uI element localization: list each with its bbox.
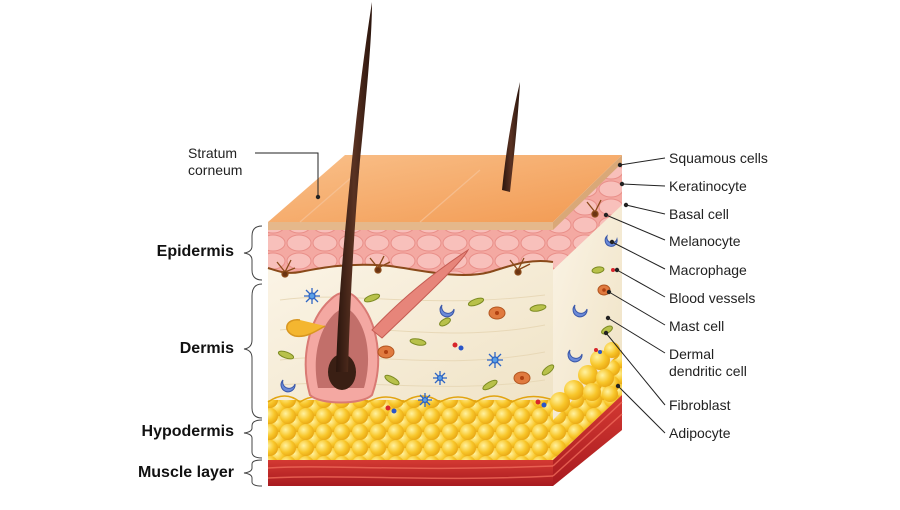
macrophages — [280, 234, 618, 393]
label-dermal-dendritic-cell: Dermal dendritic cell — [669, 346, 747, 380]
leader-dots — [315, 162, 629, 389]
stratum-front — [268, 222, 553, 230]
label-stratum-line2: corneum — [188, 162, 243, 178]
layer-label-muscle: Muscle layer — [137, 464, 234, 481]
layer-brackets — [243, 225, 263, 487]
basal-layer-line — [267, 259, 554, 277]
layer-label-epidermis: Epidermis — [156, 243, 234, 260]
leader-lines — [255, 152, 666, 434]
label-squamous-cells: Squamous cells — [669, 150, 768, 166]
fibroblasts — [277, 266, 613, 391]
layer-label-hypodermis: Hypodermis — [141, 423, 234, 440]
side-epidermis — [553, 160, 622, 270]
label-stratum-corneum: Stratum corneum — [188, 145, 242, 179]
hair-shaft-short — [502, 82, 520, 192]
layer-label-dermis: Dermis — [179, 340, 234, 357]
epidermis-front — [268, 228, 553, 276]
label-melanocyte: Melanocyte — [669, 233, 741, 249]
label-dermal-line2: dendritic cell — [669, 363, 747, 379]
arrector-pili-muscle — [371, 248, 470, 339]
dendritic-cells — [304, 288, 503, 407]
label-adipocyte: Adipocyte — [669, 425, 731, 441]
label-macrophage: Macrophage — [669, 262, 747, 278]
label-keratinocyte: Keratinocyte — [669, 178, 747, 194]
label-fibroblast: Fibroblast — [669, 397, 731, 413]
label-dermal-line1: Dermal — [669, 346, 715, 362]
muscle-front — [268, 460, 553, 486]
hypodermis-front — [268, 400, 553, 460]
sebaceous-gland — [286, 319, 326, 338]
fat-cluster-right — [550, 342, 620, 412]
melanocytes — [276, 199, 602, 278]
label-blood-vessels: Blood vessels — [669, 290, 756, 306]
label-stratum-line1: Stratum — [188, 145, 238, 161]
label-basal-cell: Basal cell — [669, 206, 729, 222]
label-mast-cell: Mast cell — [669, 318, 725, 334]
hair-shaft-main — [336, 2, 372, 372]
blood-vessel-dots — [385, 268, 615, 414]
stratum-side — [553, 155, 622, 230]
